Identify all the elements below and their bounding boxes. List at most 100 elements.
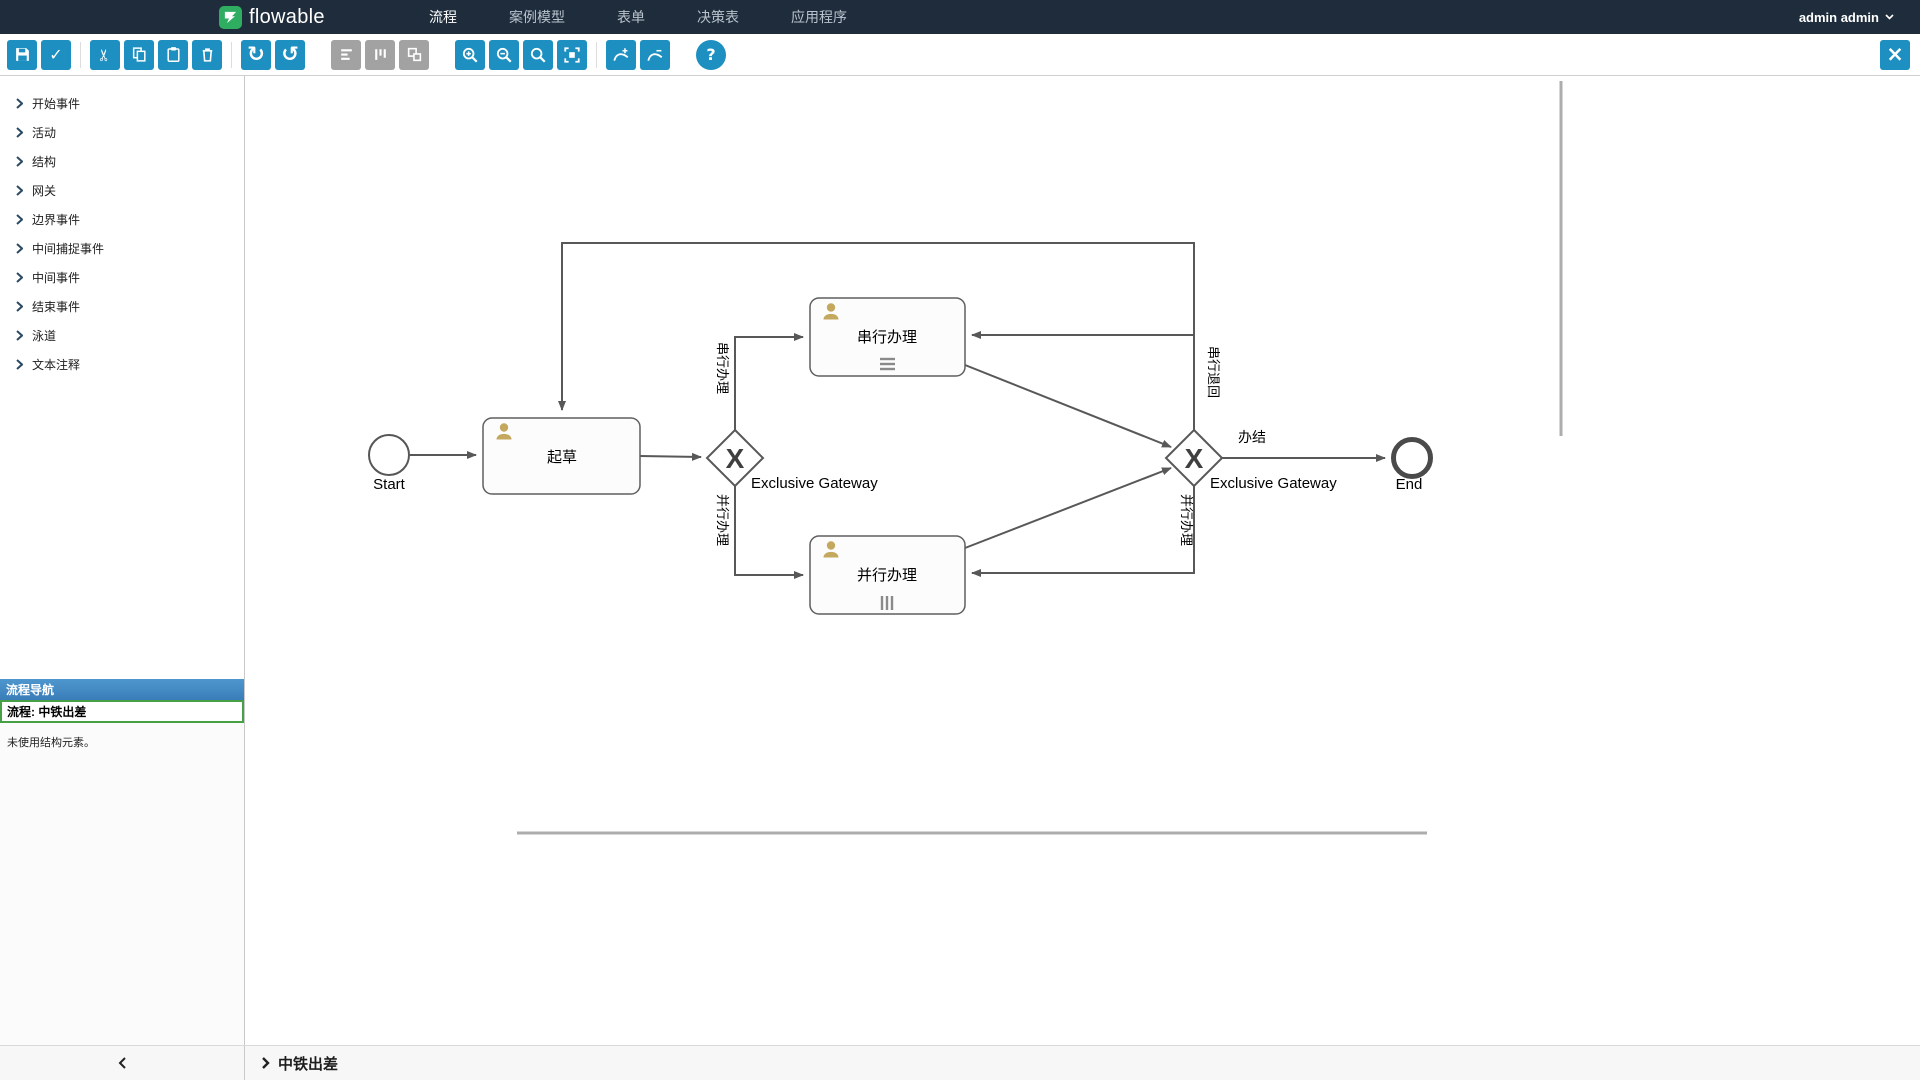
close-editor-button[interactable]: × xyxy=(1880,39,1910,70)
palette-section-text-annotation[interactable]: 文本注释 xyxy=(0,350,244,379)
zoom-actual-button[interactable] xyxy=(523,39,553,70)
same-size-icon xyxy=(407,47,421,62)
collapse-palette-button[interactable] xyxy=(0,1046,245,1080)
user-task-icon xyxy=(823,303,839,320)
chevron-right-icon xyxy=(16,185,23,196)
save-button[interactable] xyxy=(7,39,37,70)
task-label: 起草 xyxy=(547,449,577,466)
properties-panel-header[interactable]: 中铁出差 xyxy=(245,1046,338,1080)
palette-section-label: 开始事件 xyxy=(32,97,81,111)
flow-label-serial-return: 串行退回 xyxy=(1206,346,1221,398)
palette-section-intermediate-events[interactable]: 中间事件 xyxy=(0,263,244,292)
check-icon: ✓ xyxy=(49,44,63,64)
chevron-right-icon xyxy=(16,127,23,138)
palette-section-activities[interactable]: 活动 xyxy=(0,118,244,147)
bpmn-canvas[interactable]: 串行办理 并行办理 串行退回 并行办理 办结 Start 起草 X Exclus… xyxy=(246,76,1920,1045)
zoom-fit-button[interactable] xyxy=(557,39,587,70)
palette-section-label: 活动 xyxy=(32,126,57,140)
redo-button[interactable]: ↻ xyxy=(241,39,271,70)
cut-button[interactable]: ✂ xyxy=(90,39,120,70)
user-task-serial[interactable]: 串行办理 xyxy=(809,297,966,377)
exclusive-gateway-2[interactable]: X Exclusive Gateway xyxy=(1164,428,1337,492)
start-event-circle[interactable] xyxy=(368,434,410,476)
sequential-multi-instance-marker xyxy=(880,357,895,371)
align-vertical-button[interactable] xyxy=(365,39,395,70)
menu-item-apps[interactable]: 应用程序 xyxy=(791,9,847,25)
end-event-node[interactable]: End xyxy=(1391,437,1433,494)
chevron-right-icon xyxy=(262,1057,270,1069)
add-bendpoint-button[interactable] xyxy=(606,39,636,70)
align-horizontal-button[interactable] xyxy=(331,39,361,70)
task-label: 并行办理 xyxy=(857,567,917,584)
flow-gateway1-to-parallel[interactable] xyxy=(734,486,804,579)
paste-button[interactable] xyxy=(158,39,188,70)
zoom-in-icon xyxy=(462,47,478,63)
process-navigator-note: 未使用结构元素。 xyxy=(7,737,95,749)
palette-section-start-events[interactable]: 开始事件 xyxy=(0,89,244,118)
align-horizontal-icon xyxy=(340,49,352,60)
palette-section-label: 网关 xyxy=(32,184,57,198)
shape-palette: 开始事件 活动 结构 网关 边界事件 中间捕捉事件 中间事件 结束事件 泳道 文… xyxy=(0,76,245,1045)
menu-item-forms[interactable]: 表单 xyxy=(617,9,645,25)
add-bendpoint-icon xyxy=(613,47,629,61)
user-menu[interactable]: admin admin xyxy=(1799,0,1894,34)
palette-section-label: 中间捕捉事件 xyxy=(32,242,105,256)
chevron-right-icon xyxy=(16,272,23,283)
start-event-label: Start xyxy=(373,476,406,493)
user-task-parallel[interactable]: 并行办理 xyxy=(809,535,966,615)
chevron-right-icon xyxy=(16,243,23,254)
task-shape[interactable] xyxy=(482,417,641,495)
flow-parallel-to-gateway2[interactable] xyxy=(964,467,1172,549)
flowable-brand[interactable]: flowable xyxy=(219,0,325,34)
zoom-out-button[interactable] xyxy=(489,39,519,70)
task-shape[interactable] xyxy=(809,297,966,377)
flow-gateway2-to-draft-return[interactable] xyxy=(558,242,1195,430)
task-shape[interactable] xyxy=(809,535,966,615)
flow-gateway1-to-serial[interactable] xyxy=(734,333,804,430)
validate-button[interactable]: ✓ xyxy=(41,39,71,70)
task-label: 串行办理 xyxy=(857,329,917,346)
flow-label-complete: 办结 xyxy=(1238,429,1266,445)
undo-button[interactable]: ↺ xyxy=(275,39,305,70)
process-navigator-current[interactable]: 流程: 中铁出差 xyxy=(0,700,244,723)
palette-section-gateways[interactable]: 网关 xyxy=(0,176,244,205)
exclusive-gateway-1[interactable]: X Exclusive Gateway xyxy=(705,428,878,492)
user-task-icon xyxy=(496,423,512,440)
save-icon xyxy=(15,48,29,61)
menu-item-decision-tables[interactable]: 决策表 xyxy=(697,9,739,25)
flow-draft-to-gateway1[interactable] xyxy=(639,452,702,461)
flow-serial-to-gateway2[interactable] xyxy=(964,364,1172,448)
process-navigator: 流程导航 流程: 中铁出差 未使用结构元素。 xyxy=(0,679,244,1045)
toolbar-divider xyxy=(231,41,232,68)
user-task-draft[interactable]: 起草 xyxy=(482,417,641,495)
top-navbar: flowable 流程 案例模型 表单 决策表 应用程序 admin admin xyxy=(0,0,1920,34)
palette-section-intermediate-catch-events[interactable]: 中间捕捉事件 xyxy=(0,234,244,263)
delete-button[interactable] xyxy=(192,39,222,70)
start-event-node[interactable]: Start xyxy=(368,434,410,493)
chevron-down-icon xyxy=(1885,14,1894,20)
remove-bendpoint-button[interactable] xyxy=(640,39,670,70)
zoom-in-button[interactable] xyxy=(455,39,485,70)
menu-item-case-models[interactable]: 案例模型 xyxy=(509,9,565,25)
palette-section-end-events[interactable]: 结束事件 xyxy=(0,292,244,321)
end-event-circle[interactable] xyxy=(1391,437,1433,479)
gateway-shape[interactable] xyxy=(705,428,765,488)
gateway-shape[interactable] xyxy=(1164,428,1224,488)
redo-icon: ↻ xyxy=(247,42,265,66)
palette-section-structure[interactable]: 结构 xyxy=(0,147,244,176)
editor-toolbar: ✓ ✂ ↻ ↺ ? × xyxy=(0,34,1920,76)
bottom-bar: 中铁出差 xyxy=(0,1045,1920,1080)
gateway-x-marker: X xyxy=(726,443,745,474)
flow-gateway2-to-parallel-return[interactable] xyxy=(971,486,1195,577)
parallel-multi-instance-marker xyxy=(880,596,894,610)
palette-section-swimlanes[interactable]: 泳道 xyxy=(0,321,244,350)
menu-item-processes[interactable]: 流程 xyxy=(429,9,457,25)
help-button[interactable]: ? xyxy=(696,39,726,70)
zoom-actual-icon xyxy=(530,47,546,63)
palette-section-boundary-events[interactable]: 边界事件 xyxy=(0,205,244,234)
scissors-icon: ✂ xyxy=(95,47,114,62)
copy-button[interactable] xyxy=(124,39,154,70)
process-navigator-header: 流程导航 xyxy=(0,679,244,700)
same-size-button[interactable] xyxy=(399,39,429,70)
user-task-icon xyxy=(823,541,839,558)
